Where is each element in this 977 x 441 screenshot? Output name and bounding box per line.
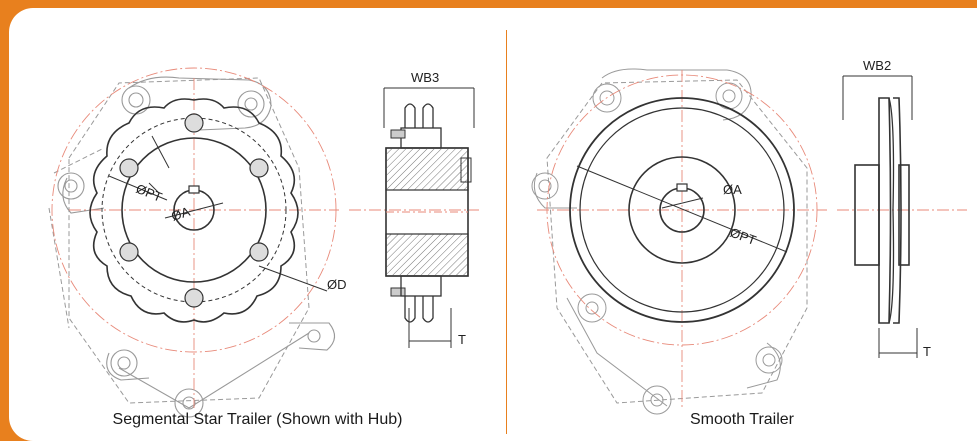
label-pitch-diameter: ØPT	[728, 225, 758, 248]
trailer-outer-circle	[569, 97, 795, 323]
bolt-holes	[119, 113, 269, 308]
pitch-circle	[101, 117, 287, 303]
centerlines	[537, 70, 967, 408]
keyway	[188, 185, 200, 194]
diagram-card: ØPT ØA ØD WB3 T	[9, 8, 977, 441]
smooth-trailer-drawing: ØA ØPT WB2 T	[531, 58, 967, 415]
label-tooth-width: T	[923, 344, 931, 359]
dimension-leaders	[576, 165, 788, 253]
label-bore: ØA	[169, 204, 192, 224]
centerlines	[51, 67, 479, 408]
label-bore: ØA	[723, 182, 742, 197]
star-outer-profile	[89, 98, 299, 323]
label-outer-diameter: ØD	[327, 277, 347, 292]
bracket-outline-dashed	[48, 77, 310, 404]
hub-circle	[628, 156, 736, 264]
label-width: WB3	[411, 70, 439, 85]
keyway	[676, 183, 688, 192]
trailer-rim-circle	[579, 107, 785, 313]
segmental-star-trailer-drawing: ØPT ØA ØD WB3 T	[48, 67, 479, 418]
bracket-outline-dashed	[546, 79, 808, 404]
label-pitch-diameter: ØPT	[134, 181, 164, 205]
panel-divider	[506, 30, 507, 434]
label-tooth-width: T	[458, 332, 466, 347]
side-view-wb2: WB2 T	[842, 58, 931, 359]
caption-smooth-trailer: Smooth Trailer	[689, 411, 795, 428]
hub-circle	[121, 137, 267, 283]
caption-segmental-star-trailer: Segmental Star Trailer (Shown with Hub)	[112, 411, 403, 428]
side-view-wb3: WB3 T	[383, 70, 475, 348]
label-width: WB2	[863, 58, 891, 73]
dimension-leaders	[108, 135, 328, 292]
bracket-outline	[531, 68, 783, 415]
